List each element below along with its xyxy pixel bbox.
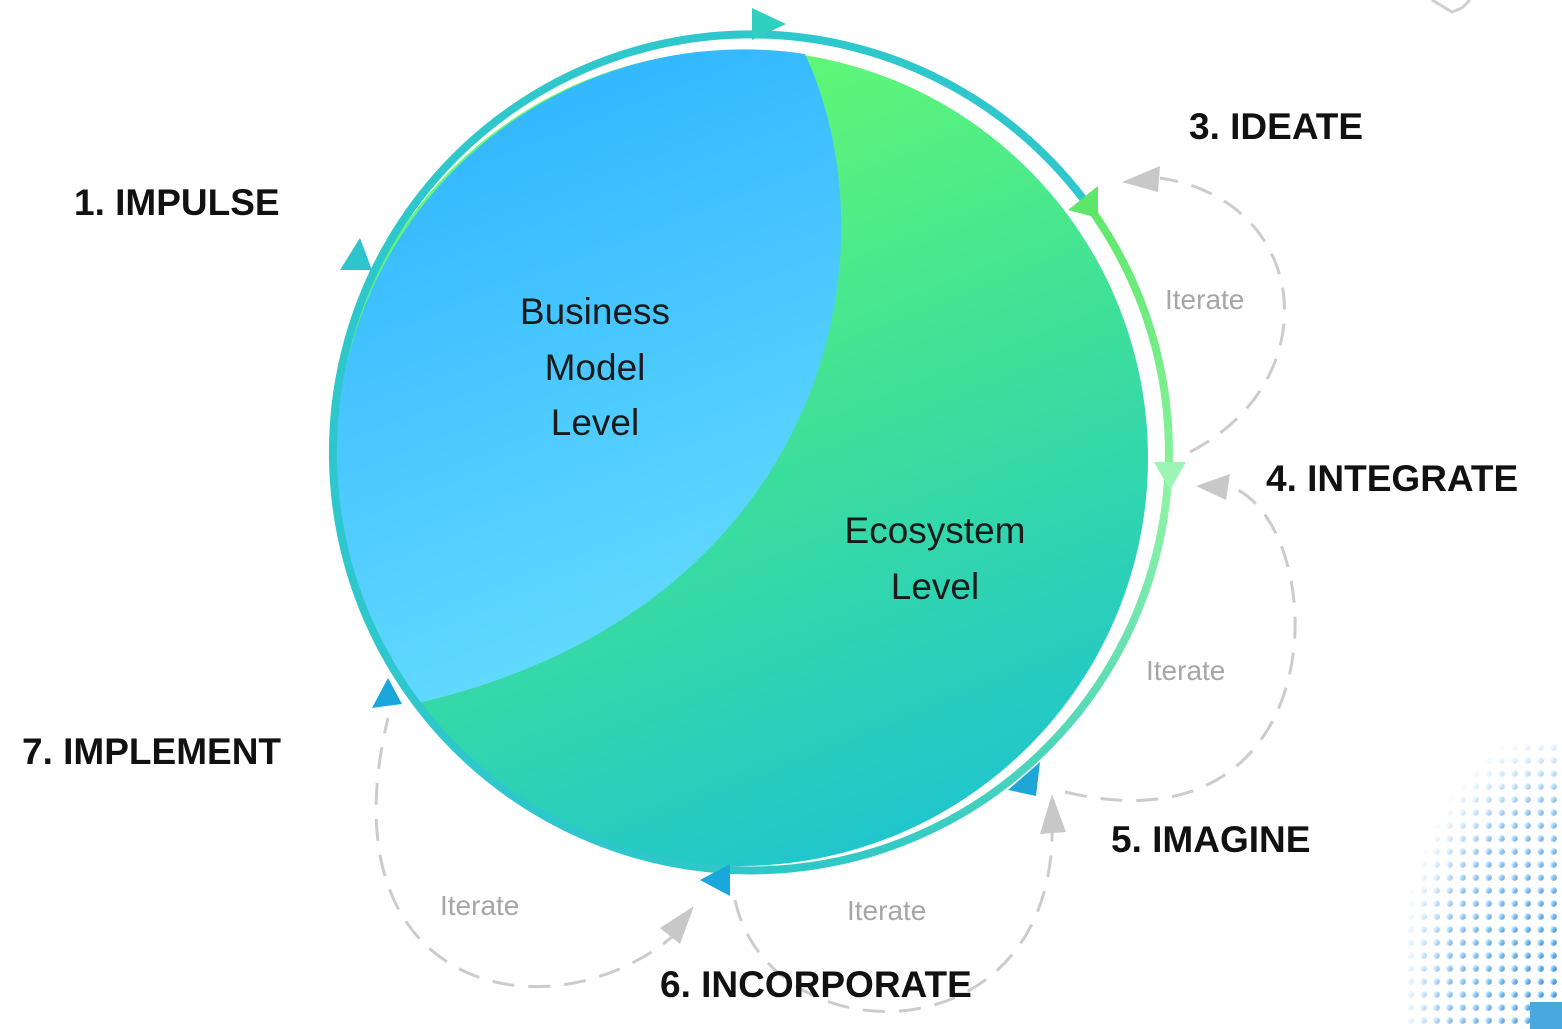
step-ideate-label: 3. IDEATE (1189, 106, 1364, 147)
step-incorporate-label: 6. INCORPORATE (660, 964, 972, 1005)
business-model-level-region (335, 49, 842, 703)
iterate-loop-integrate-imagine (1064, 482, 1297, 802)
iterate-label-ideate-integrate: Iterate (1165, 284, 1245, 315)
ecosystem-level-line2: Level (890, 565, 980, 607)
business-level-line1: Business (519, 291, 671, 332)
iterate-arrow-3 (1040, 794, 1066, 834)
cycle-ring-left (328, 30, 1094, 872)
step-integrate-label: 4. INTEGRATE (1266, 458, 1519, 499)
ring-arrow-incorporate (700, 864, 730, 896)
ecosystem-level-line1: Ecosystem (844, 510, 1026, 551)
iterate-loop-incorporate-implement (374, 717, 682, 989)
business-model-level-label: Business Model Level (470, 284, 720, 451)
iterate-arrow-4 (660, 906, 694, 944)
iterate-arrow-2 (1196, 474, 1230, 500)
magnifier-icon (1431, 0, 1472, 14)
halftone-dots-icon (1380, 740, 1562, 1029)
ring-arrow-imagine (1008, 762, 1040, 796)
step-impulse-label: 1. IMPULSE (74, 182, 280, 223)
business-level-line3: Level (550, 402, 640, 443)
ring-arrow-integrate (1154, 462, 1186, 490)
step-implement-label: 7. IMPLEMENT (22, 731, 282, 772)
iterate-loop-ideate-integrate (1159, 176, 1286, 454)
ring-arrow-impulse (340, 238, 372, 270)
iterate-label-incorporate-implement: Iterate (440, 890, 520, 921)
ring-arrow-top (752, 8, 786, 40)
ring-arrow-ideate (1068, 186, 1098, 218)
business-level-line2: Model (544, 346, 646, 388)
iterate-label-integrate-imagine: Iterate (1146, 655, 1226, 686)
iterate-label-imagine-incorporate: Iterate (847, 895, 927, 926)
ring-arrow-implement (372, 678, 402, 708)
iterate-loop-imagine-incorporate (733, 819, 1054, 1013)
cycle-ring-right (702, 204, 1173, 875)
step-imagine-label: 5. IMAGINE (1111, 819, 1311, 860)
ecosystem-level-label: Ecosystem Level (810, 503, 1060, 614)
iterate-arrow-1 (1122, 166, 1160, 192)
